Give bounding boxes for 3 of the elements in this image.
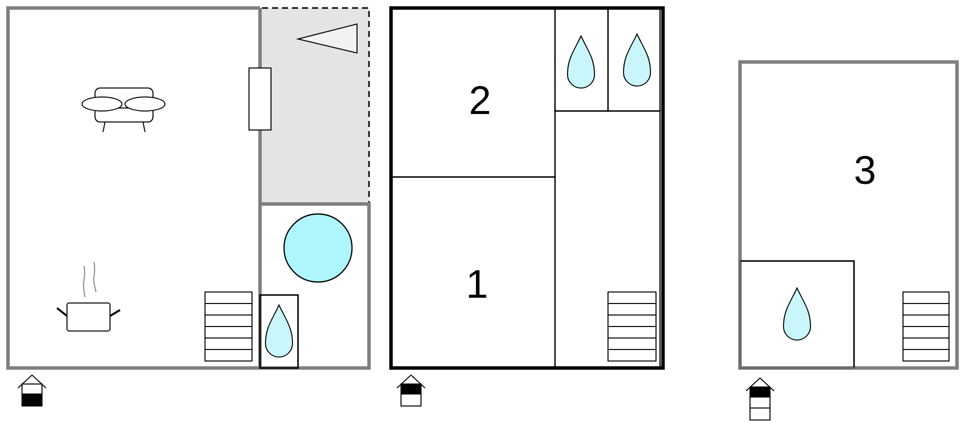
room: 3 — [739, 61, 958, 369]
room: 2 — [390, 7, 556, 178]
room: 1 — [390, 176, 556, 369]
